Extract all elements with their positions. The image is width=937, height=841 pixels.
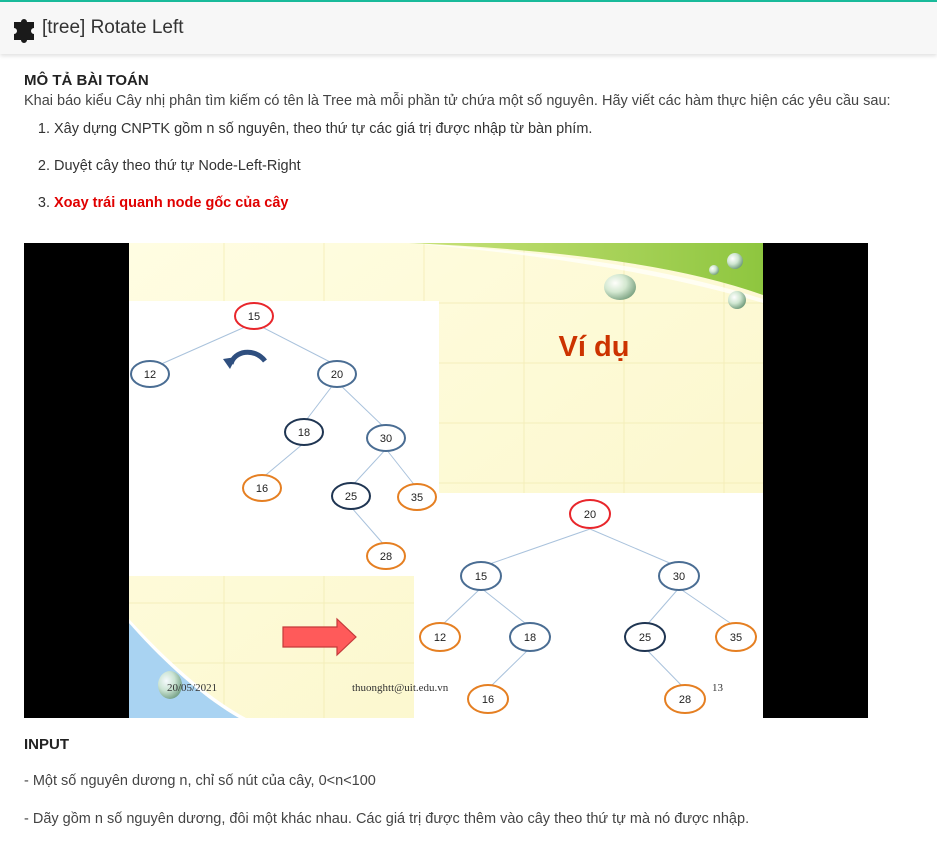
tree-node — [569, 499, 611, 529]
right-arrow-icon — [282, 617, 357, 657]
tree-node — [715, 622, 757, 652]
tree-node — [419, 622, 461, 652]
tree-node-label: 35 — [411, 492, 423, 504]
requirement-item: Duyệt cây theo thứ tự Node-Left-Right — [54, 158, 914, 195]
requirement-item: Xây dựng CNPTK gồm n số nguyên, theo thứ… — [54, 121, 914, 158]
tree-node-label: 12 — [434, 632, 446, 644]
tree-node-label: 18 — [524, 632, 536, 644]
tree-node-label: 35 — [730, 632, 742, 644]
tree-node — [331, 482, 371, 510]
input-line: - Một số nguyên dương n, chỉ số nút của … — [24, 773, 376, 789]
rotate-arrow-head-icon — [223, 357, 236, 369]
tree-before — [158, 322, 417, 548]
tree-node — [242, 474, 282, 502]
tree-node-label: 15 — [248, 311, 260, 323]
tree-node-label: 30 — [673, 571, 685, 583]
tree-node — [234, 302, 274, 330]
tree-node-label: 20 — [331, 369, 343, 381]
tree-after-nodes: 20 15 30 12 18 25 35 16 28 — [419, 499, 757, 714]
tree-node-label: 25 — [345, 491, 357, 503]
description-text: Khai báo kiểu Cây nhị phân tìm kiếm có t… — [24, 93, 891, 109]
tree-node-label: 16 — [482, 694, 494, 706]
tree-node — [467, 684, 509, 714]
tree-node — [366, 542, 406, 570]
tree-node-label: 16 — [256, 483, 268, 495]
tree-node — [460, 561, 502, 591]
tree-node — [664, 684, 706, 714]
tree-node-label: 20 — [584, 509, 596, 521]
puzzle-piece-icon — [11, 13, 41, 43]
page-title: [tree] Rotate Left — [42, 17, 184, 38]
tree-node — [284, 418, 324, 446]
problem-description: MÔ TẢ BÀI TOÁN Khai báo kiểu Cây nhị phâ… — [24, 72, 914, 232]
requirements-list: Xây dựng CNPTK gồm n số nguyên, theo thứ… — [24, 121, 914, 232]
slide-email: thuonghtt@uit.edu.vn — [352, 682, 449, 694]
requirement-highlight-text: Xoay trái quanh node gốc của cây — [54, 195, 289, 211]
tree-node-label: 12 — [144, 369, 156, 381]
slide-date: 20/05/2021 — [167, 682, 217, 694]
tree-node — [130, 360, 170, 388]
tree-before-nodes: 15 12 20 18 30 16 25 35 28 — [130, 302, 437, 570]
example-slide-image: Ví dụ 15 12 20 18 30 — [24, 243, 868, 718]
input-line: - Dãy gồm n số nguyên dương, đôi một khá… — [24, 811, 750, 827]
slide-page-number: 13 — [712, 682, 724, 694]
tree-node — [658, 561, 700, 591]
tree-node-label: 28 — [679, 694, 691, 706]
tree-node — [366, 424, 406, 452]
tree-node-label: 30 — [380, 433, 392, 445]
tree-node — [509, 622, 551, 652]
description-heading: MÔ TẢ BÀI TOÁN — [24, 72, 149, 89]
tree-node — [317, 360, 357, 388]
page-header: [tree] Rotate Left — [0, 2, 937, 54]
slide-title: Ví dụ — [559, 331, 630, 363]
tree-after — [439, 528, 737, 690]
tree-node — [624, 622, 666, 652]
top-accent-line — [0, 0, 937, 2]
tree-node-label: 25 — [639, 632, 651, 644]
tree-node-label: 15 — [475, 571, 487, 583]
tree-node-label: 28 — [380, 551, 392, 563]
tree-node — [397, 483, 437, 511]
requirement-item-highlighted: Xoay trái quanh node gốc của cây — [54, 195, 914, 232]
tree-node-label: 18 — [298, 427, 310, 439]
input-heading: INPUT — [24, 736, 69, 753]
